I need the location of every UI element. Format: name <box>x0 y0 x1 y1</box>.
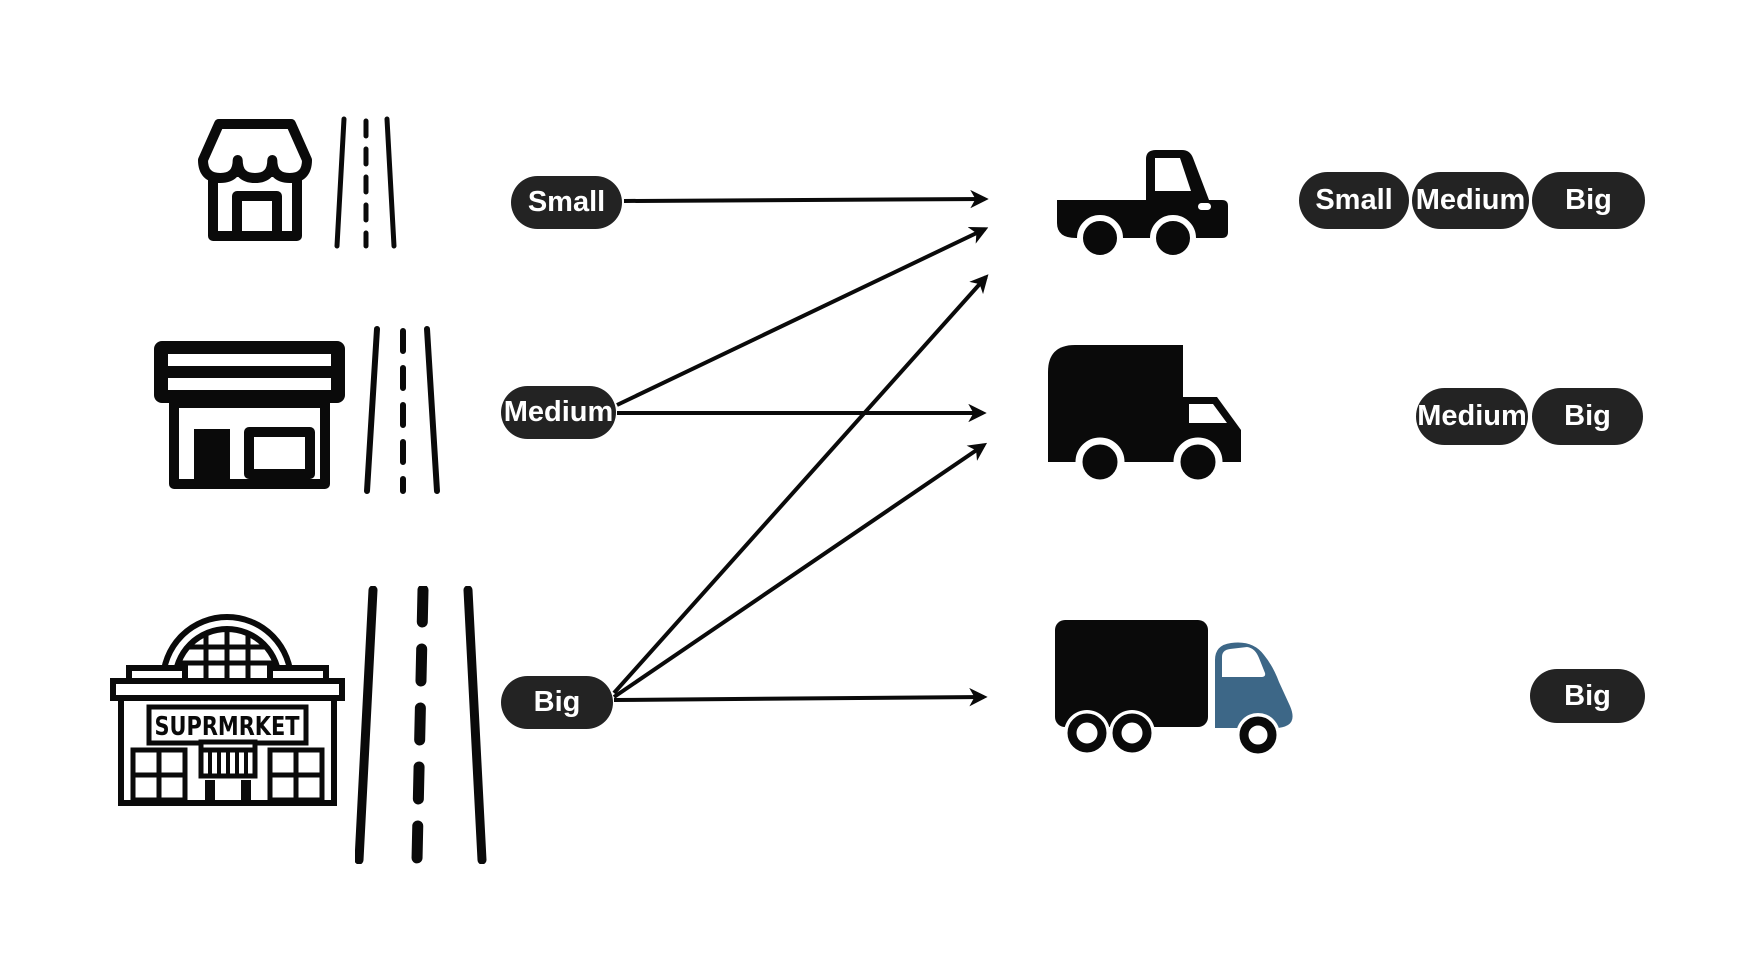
size-pill-small: Small <box>511 176 622 229</box>
box-size-pill-big: Big <box>1532 388 1643 445</box>
pickup-accepted-sizes: Small Medium Big <box>1299 172 1645 229</box>
box-size-pill-medium: Medium <box>1416 388 1528 445</box>
pickup-size-pill-small: Small <box>1299 172 1409 229</box>
arrow-big-to-semi <box>613 687 988 707</box>
convenience-store-icon <box>154 341 345 489</box>
supermarket-sign-text: SUPRMRKET <box>155 712 300 742</box>
arrow-big-to-pickup <box>612 274 989 695</box>
size-pill-big: Big <box>501 676 613 729</box>
pickup-size-pill-big: Big <box>1532 172 1645 229</box>
semi-size-pill-big: Big <box>1530 669 1645 723</box>
box-truck-accepted-sizes: Medium Big <box>1416 388 1643 445</box>
small-shop-icon <box>198 119 312 241</box>
arrow-medium-to-pickup <box>616 227 989 407</box>
arrow-small-to-pickup <box>623 189 989 209</box>
pickup-size-pill-medium: Medium <box>1412 172 1529 229</box>
arrow-big-to-box <box>612 442 988 699</box>
pickup-truck-icon <box>1057 150 1228 261</box>
size-pill-medium: Medium <box>501 386 616 439</box>
medium-road-icon <box>364 326 440 494</box>
semi-truck-accepted-sizes: Big <box>1530 669 1645 723</box>
box-truck-icon <box>1048 345 1241 487</box>
semi-truck-icon <box>1055 620 1293 757</box>
narrow-road-icon <box>334 116 397 249</box>
wide-road-icon <box>355 586 487 864</box>
supermarket-icon: SUPRMRKET <box>110 614 345 806</box>
